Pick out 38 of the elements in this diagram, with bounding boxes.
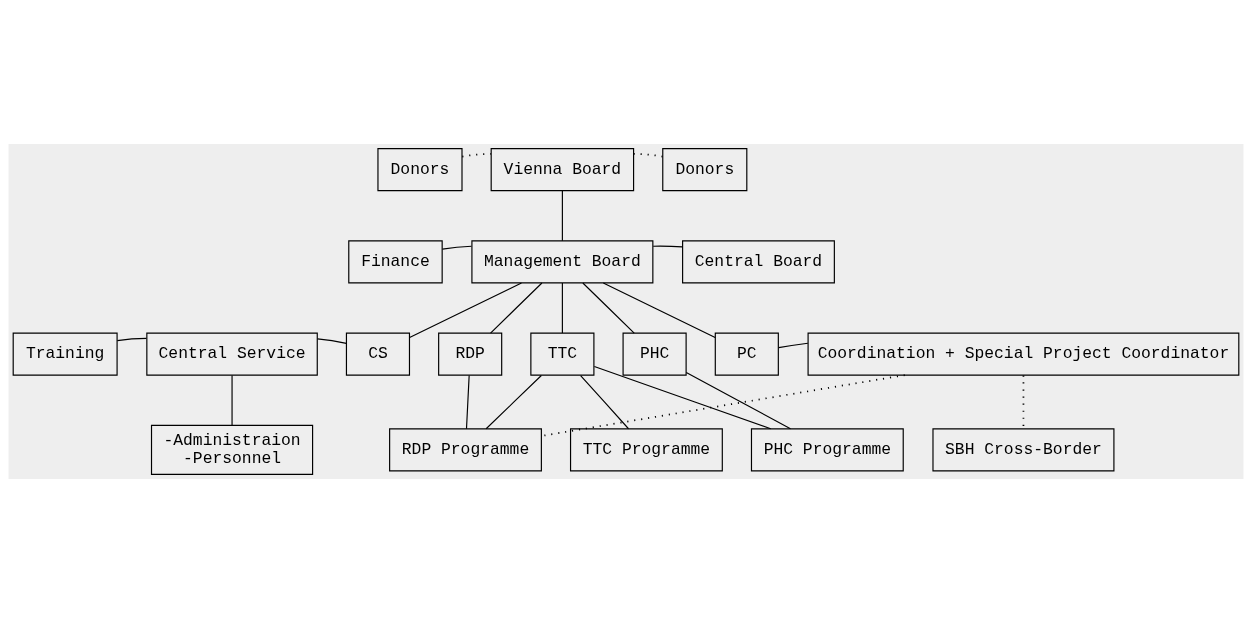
connector: [632, 153, 664, 158]
node-box: RDP: [438, 332, 503, 376]
connector: [580, 374, 630, 430]
connector: [461, 153, 492, 158]
node-box: Central Board: [682, 240, 835, 284]
node-box: TTC Programme: [569, 428, 723, 472]
node-box: PHC Programme: [750, 428, 904, 472]
node-box: Vienna Board: [490, 148, 635, 192]
node-box: PC: [714, 332, 779, 376]
connector: [441, 245, 473, 250]
node-box: Donors: [662, 148, 748, 192]
connector: [582, 282, 635, 334]
connector: [490, 282, 543, 334]
connector: [409, 282, 523, 339]
node-box: SBH Cross-Border: [932, 428, 1115, 472]
node-box: -Administraion -Personnel: [150, 424, 314, 475]
node-box: Coordination + Special Project Coordinator: [807, 332, 1240, 376]
connector: [485, 374, 542, 430]
connector: [231, 374, 233, 426]
node-box: RDP Programme: [389, 428, 542, 472]
connector: [778, 342, 809, 349]
node-box: Management Board: [471, 240, 654, 284]
connector: [465, 374, 470, 430]
connector: [685, 371, 792, 430]
node-box: Finance: [348, 240, 443, 284]
connector: [593, 365, 772, 430]
connector: [652, 245, 683, 248]
connector: [602, 282, 716, 339]
node-box: Training: [12, 332, 118, 376]
connector: [561, 282, 563, 334]
node-box: CS: [345, 332, 411, 376]
connector: [561, 190, 563, 242]
node-box: Donors: [377, 148, 463, 192]
node-box: TTC: [530, 332, 595, 376]
connector: [316, 338, 347, 344]
connector: [116, 337, 148, 342]
node-box: Central Service: [146, 332, 318, 376]
node-box: PHC: [622, 332, 687, 376]
